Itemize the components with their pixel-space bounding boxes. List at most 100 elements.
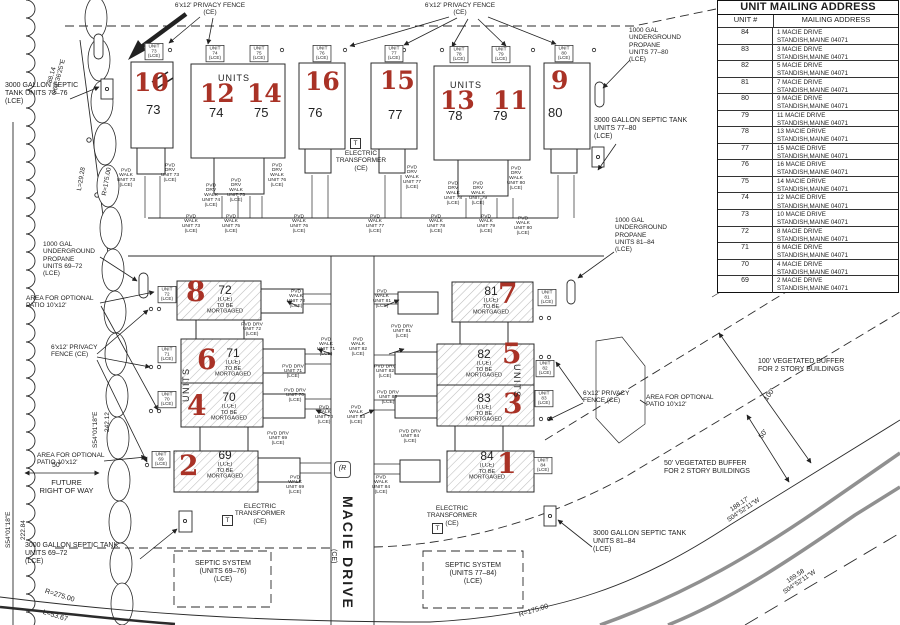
transformer-symbol-bottom-left: T [222,515,233,526]
pvd-label: PVD DRV UNIT 72 (LCE) [241,322,263,337]
lot-number-4: 4 [187,389,207,422]
mortgage-block-81: 81(LCE) TO BE MORTGAGED [472,284,510,316]
pvd-label: PVD WALK UNIT 73 (LCE) [116,168,136,188]
lot-number-16: 16 [305,67,340,96]
address-line2: STANDISH,MAINE 04071 [777,103,849,111]
address-line2: STANDISH,MAINE 04071 [777,185,849,193]
address-line2: STANDISH,MAINE 04071 [777,53,849,61]
note-privacy-fence-top-right: 6'x12' PRIVACY FENCE (CE) [424,2,496,17]
pvd-label: PVD DRV UNIT 69 (LCE) [267,431,289,446]
note-privacy-fence-left: 6'x12' PRIVACY FENCE (CE) [51,344,98,359]
deck-box-70: UNIT 70 (LCE) [157,391,177,409]
pvd-label: PVD DRV UNIT 82 (LCE) [374,364,396,379]
address-line1: 2 MACIE DRIVE [777,277,823,285]
pvd-label: PVD WALK UNIT 81 (LCE) [372,289,392,309]
pvd-label: PVD DRV WALK UNIT 75 (LCE) [226,178,246,203]
deck-box-74: UNIT 74 (LCE) [205,45,225,63]
address-line2: STANDISH,MAINE 04071 [777,136,849,144]
unit-mailing-address-table: UNIT MAILING ADDRESS UNIT # MAILING ADDR… [717,0,899,293]
lot-number-13: 13 [440,86,475,115]
pvd-label: PVD DRV WALK UNIT 78 (LCE) [443,181,463,206]
unit-number: 70 [718,259,773,276]
pvd-label: PVD WALK UNIT 72 (LCE) [286,289,306,309]
note-electric-transformer-bottom-left: ELECTRIC TRANSFORMER (CE) [234,503,286,525]
unit-number: 81 [718,77,773,94]
roads [0,217,900,625]
unit-number-76: 76 [308,105,323,120]
pvd-label: PVD WALK UNIT 71 (LCE) [316,337,336,357]
units-word-top-left: UNITS [218,73,250,83]
address-line1: 14 MACIE DRIVE [777,177,826,185]
address-line1: 4 MACIE DRIVE [777,260,823,268]
unit-number: 78 [718,127,773,143]
table-header: UNIT # MAILING ADDRESS [718,15,898,28]
units-word-top-right: UNITS [450,80,482,90]
address-line2: STANDISH,MAINE 04071 [777,169,849,177]
lot-number-7: 7 [498,277,518,310]
pvd-label: PVD WALK UNIT 83 (LCE) [346,405,366,425]
lot-number-3: 3 [503,387,523,420]
note-privacy-fence-top-left: 6'x12' PRIVACY FENCE (CE) [174,2,246,17]
deck-box-69: UNIT 69 (LCE) [151,451,171,469]
street-name-ce: (CE) [330,549,337,564]
deck-box-78: UNIT 78 (LCE) [449,46,469,64]
unit-number: 82 [718,61,773,77]
lot-number-1: 1 [497,447,517,480]
address-line2: STANDISH,MAINE 04071 [777,202,849,210]
address-line2: STANDISH,MAINE 04071 [777,219,849,227]
units-word-mid-left: UNITS [181,367,191,403]
street-name-macie-drive: MACIE DRIVE [340,496,356,610]
note-buffer-50: 50' VEGETATED BUFFER FOR 2 STORY BUILDIN… [664,460,750,475]
deck-box-77: UNIT 77 (LCE) [384,45,404,63]
address-line1: 13 MACIE DRIVE [777,128,826,136]
address-line1: 1 MACIE DRIVE [777,29,823,36]
mortgage-block-83: 83(LCE) TO BE MORTGAGED [465,391,503,423]
pvd-label: PVD DRV WALK UNIT 77 (LCE) [402,165,422,190]
address-line1: 16 MACIE DRIVE [777,161,826,169]
mortgage-block-72: 72(LCE) TO BE MORTGAGED [206,283,244,315]
deck-box-83: UNIT 83 (LCE) [534,390,554,408]
note-future-right-of-way: FUTURE RIGHT OF WAY [39,478,94,496]
lot-number-12: 12 [200,79,235,108]
address-line2: STANDISH,MAINE 04071 [777,119,849,127]
address-line2: STANDISH,MAINE 04071 [777,70,849,78]
distance-242-12: 242.12 [104,412,111,432]
address-line1: 6 MACIE DRIVE [777,244,823,252]
pvd-label: PVD DRV UNIT 70 (LCE) [284,388,306,403]
address-line2: STANDISH,MAINE 04071 [777,152,849,160]
lot-number-15: 15 [380,66,415,95]
pvd-label: PVD DRV UNIT 71 (LCE) [282,364,304,379]
deck-box-81: UNIT 81 (LCE) [537,289,557,307]
address-line1: 3 MACIE DRIVE [777,45,823,53]
deck-box-82: UNIT 82 (LCE) [535,360,555,378]
note-patio-left-1: AREA FOR OPTIONAL PATIO 10'x12' [26,295,94,310]
note-privacy-fence-right: 6'x12' PRIVACY FENCE (CE) [583,390,630,405]
address-line1: 15 MACIE DRIVE [777,144,826,152]
pvd-label: PVD WALK UNIT 80 (LCE) [513,216,533,236]
pvd-label: PVD WALK UNIT 76 (LCE) [289,214,309,234]
lot-number-14: 14 [247,79,282,108]
address-line2: STANDISH,MAINE 04071 [777,268,849,276]
pvd-label: PVD WALK UNIT 82 (LCE) [348,337,368,357]
pvd-label: PVD WALK UNIT 73 (LCE) [181,214,201,234]
unit-number-75: 75 [254,105,269,120]
unit-number-77: 77 [388,107,403,122]
pvd-label: PVD DRV UNIT 81 (LCE) [391,324,413,339]
table-header-unit: UNIT # [718,15,774,27]
bearing-s54-b: S54°01'18"E [5,511,12,548]
units-word-mid-right: UNITS [512,364,522,399]
unit-number-73: 73 [146,102,161,117]
pvd-label: PVD DRV WALK UNIT 74 (LCE) [201,183,221,208]
unit-number: 80 [718,94,773,110]
mortgage-block-82: 82(LCE) TO BE MORTGAGED [465,347,503,379]
mortgage-block-71: 71(LCE) TO BE MORTGAGED [214,346,252,378]
